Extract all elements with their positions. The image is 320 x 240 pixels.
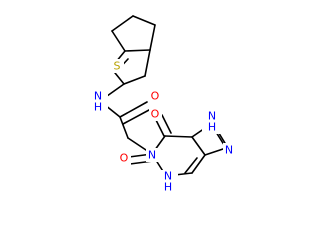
amide-oxygen-label: O bbox=[149, 89, 162, 104]
n9-label: N bbox=[223, 143, 236, 157]
purine-n1-label: N bbox=[146, 148, 159, 162]
bond bbox=[161, 114, 172, 134]
bond bbox=[119, 101, 148, 118]
bond bbox=[119, 116, 129, 139]
c2-oxygen-label: O bbox=[117, 151, 131, 165]
bond bbox=[144, 49, 151, 77]
bond bbox=[149, 24, 156, 51]
thiophene-sulfur-label: S bbox=[110, 59, 124, 73]
n9-text: N bbox=[225, 144, 233, 157]
c2-oxygen-text: O bbox=[120, 152, 129, 165]
bond bbox=[184, 157, 198, 174]
n1-text: N bbox=[148, 149, 156, 162]
bond bbox=[191, 136, 206, 156]
sulfur-text: S bbox=[114, 60, 121, 73]
oxygen-text: O bbox=[151, 90, 160, 103]
bond bbox=[111, 30, 126, 52]
bond bbox=[111, 15, 134, 32]
c6-oxygen-label: O bbox=[149, 107, 162, 121]
bond bbox=[164, 135, 193, 138]
c6-oxygen-text: O bbox=[151, 108, 160, 121]
bond bbox=[204, 147, 227, 156]
bond bbox=[132, 15, 156, 26]
bond bbox=[191, 154, 206, 174]
bond bbox=[123, 75, 146, 85]
bond bbox=[124, 49, 151, 52]
bond bbox=[122, 109, 150, 125]
